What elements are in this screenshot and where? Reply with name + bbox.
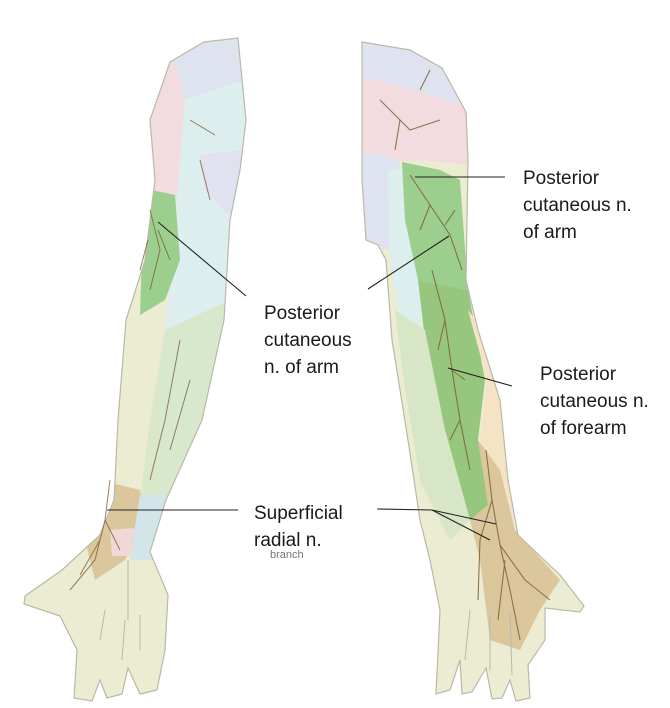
leader-line-post-arm-center-right [367, 235, 450, 290]
left-nerve-branches [69, 119, 216, 591]
left-forearm-green [140, 300, 230, 500]
right-posterior-arm-green [402, 162, 468, 290]
right-nerve-branches [379, 69, 551, 641]
label-superficial-radial: Superficial radial n. [254, 503, 343, 551]
right-forearm-light-green [395, 310, 470, 540]
right-deltoid-pink [362, 75, 470, 165]
right-radial-tan [470, 440, 560, 650]
right-forearm-peach [468, 310, 515, 520]
label-posterior-cutaneous-arm-right: Posterior cutaneous n. of arm [523, 168, 632, 243]
label-posterior-cutaneous-arm-center: Posterior cutaneous n. of arm [264, 303, 352, 378]
right-medial-aqua-band [388, 168, 425, 330]
leader-lines [107, 176, 513, 541]
left-finger-creases [99, 560, 141, 661]
left-arm [23, 37, 247, 702]
leader-line-post-forearm [447, 367, 513, 387]
leader-line-post-arm-center-left [157, 221, 247, 297]
leader-line-superficial-radial-right-2 [431, 509, 491, 541]
label-posterior-cutaneous-forearm: Posterior cutaneous n. of forearm [540, 364, 649, 439]
left-wrist-pink [110, 528, 135, 556]
right-arm [361, 41, 585, 702]
right-finger-creases [464, 609, 513, 676]
right-posterior-forearm-green [418, 280, 492, 520]
label-branch-fragment: branch [270, 549, 304, 561]
